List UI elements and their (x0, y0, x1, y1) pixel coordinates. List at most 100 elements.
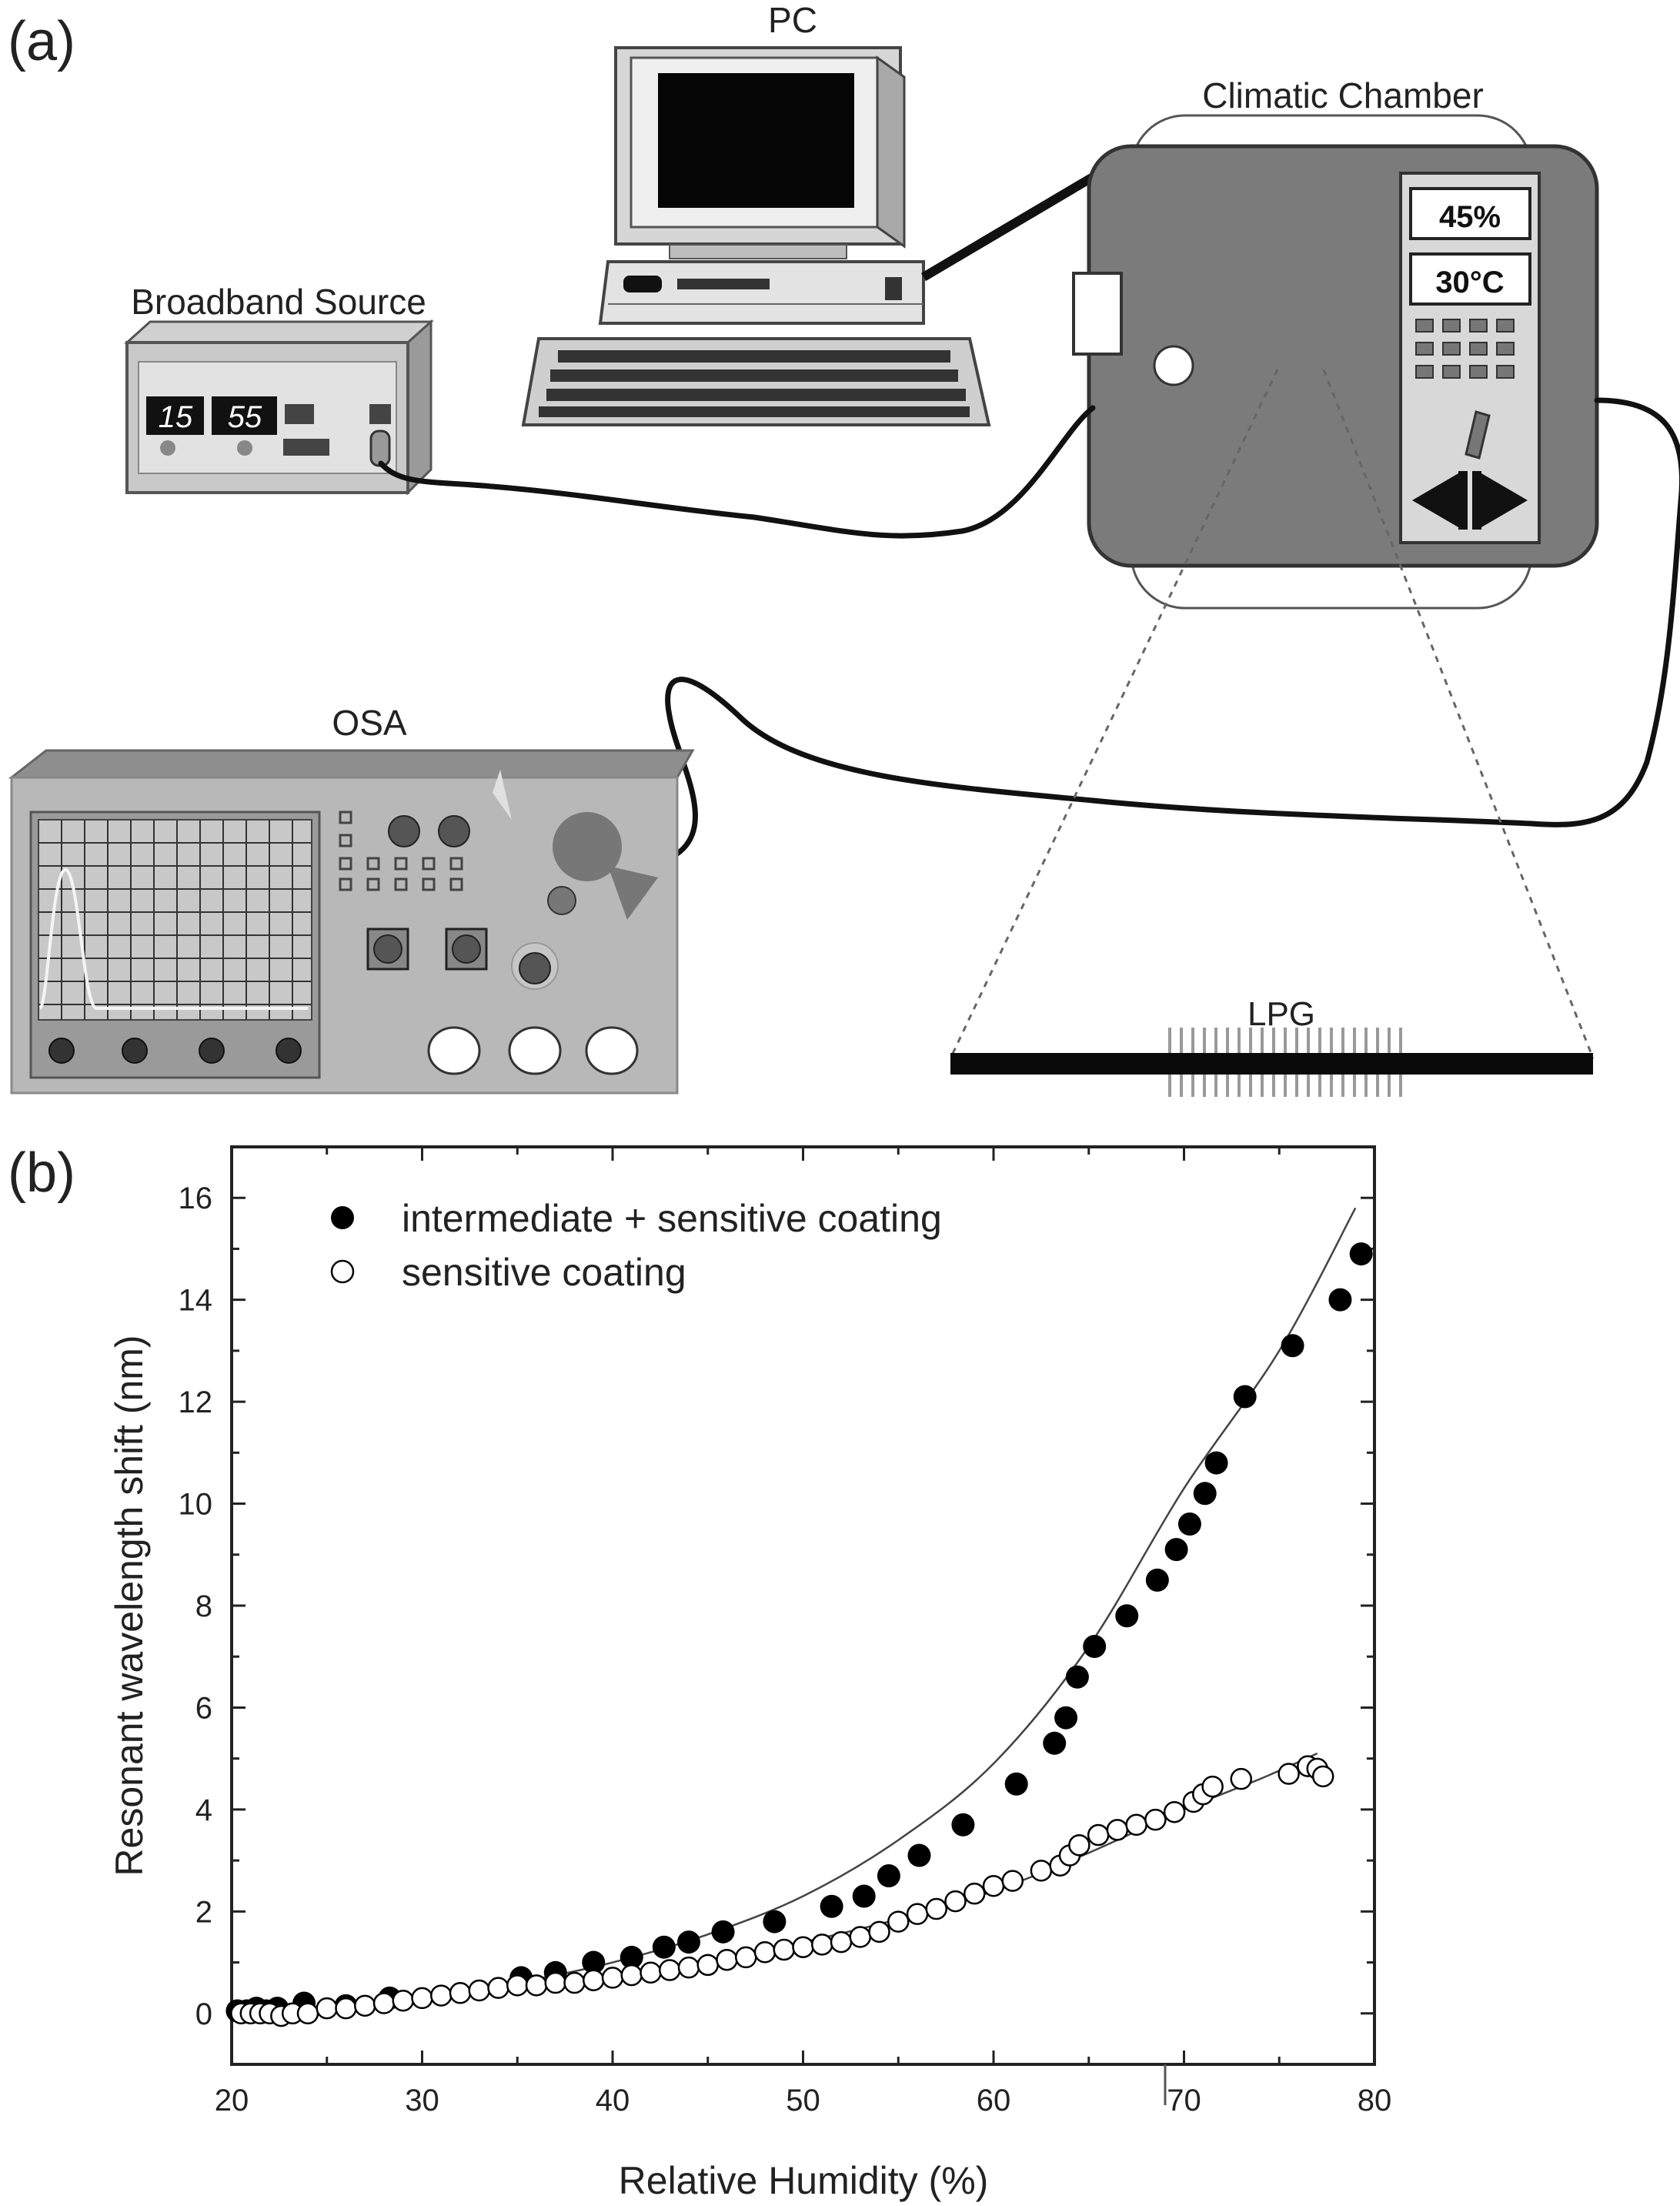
source-display-right: 55 (228, 400, 262, 434)
osa-screen-grid (38, 820, 312, 1020)
data-point-sensitive (1030, 1860, 1053, 1882)
pc-label: PC (768, 0, 817, 40)
data-points (225, 1242, 1373, 2027)
data-point-sensitive (1144, 1808, 1167, 1831)
x-tick-label: 20 (215, 2084, 249, 2117)
x-axis-label: Relative Humidity (%) (619, 2159, 989, 2202)
data-point-sensitive (830, 1930, 853, 1954)
lpg-label: LPG (1247, 995, 1315, 1033)
data-point-intermediate (582, 1950, 606, 1974)
data-point-intermediate (907, 1843, 931, 1867)
data-point-sensitive (811, 1934, 833, 1956)
y-tick-label: 10 (179, 1488, 213, 1522)
data-point-intermediate (677, 1930, 700, 1954)
data-point-sensitive (1278, 1763, 1300, 1785)
chamber-temperature-display: 30°C (1435, 266, 1504, 299)
data-point-sensitive (677, 1956, 700, 1979)
source-display-left: 15 (159, 400, 193, 434)
data-point-intermediate (1204, 1451, 1228, 1475)
data-point-intermediate (951, 1813, 975, 1837)
data-point-sensitive (583, 1969, 605, 1991)
panel-a: (a) PC (8, 0, 1680, 1097)
data-point-sensitive (659, 1959, 681, 1981)
broadband-source-label: Broadband Source (131, 282, 426, 322)
data-point-intermediate (852, 1884, 876, 1908)
osa-spectrum-trace (38, 867, 308, 1010)
broadband-source-icon: Broadband Source 15 55 (124, 282, 434, 496)
x-tick-label: 50 (786, 2084, 820, 2117)
y-tick-label: 4 (195, 1793, 212, 1827)
panel-b-label: (b) (8, 1142, 75, 1204)
y-tick-label: 12 (179, 1385, 213, 1419)
data-point-intermediate (652, 1935, 676, 1959)
data-point-intermediate (1115, 1604, 1139, 1628)
data-point-intermediate (877, 1863, 900, 1887)
data-point-sensitive (735, 1946, 757, 1969)
data-point-sensitive (753, 1941, 777, 1964)
data-point-sensitive (1311, 1765, 1334, 1788)
data-point-intermediate (1233, 1385, 1257, 1409)
data-point-sensitive (1201, 1775, 1224, 1798)
x-tick-label: 70 (1167, 2084, 1201, 2117)
data-point-intermediate (1193, 1482, 1217, 1506)
legend-marker-open (330, 1259, 355, 1284)
data-point-sensitive (868, 1920, 890, 1944)
fit-curve-intermediate (231, 1207, 1357, 2015)
data-point-sensitive (792, 1936, 814, 1958)
data-point-intermediate (1349, 1242, 1373, 1266)
data-point-sensitive (696, 1954, 719, 1977)
data-point-sensitive (354, 1994, 376, 2017)
data-point-sensitive (449, 1982, 472, 2004)
legend: intermediate + sensitive coating sensiti… (330, 1197, 942, 1294)
panel-a-label: (a) (8, 11, 75, 72)
data-point-intermediate (1328, 1288, 1352, 1312)
data-point-sensitive (1001, 1870, 1024, 1892)
pc-icon: PC (521, 0, 1096, 426)
data-point-sensitive (1087, 1823, 1110, 1847)
osa-icon: OSA (8, 703, 695, 1095)
data-point-intermediate (1281, 1334, 1304, 1358)
y-tick-label: 16 (179, 1182, 213, 1215)
x-tick-label: 80 (1358, 2084, 1392, 2117)
lpg-fiber (950, 1053, 1593, 1075)
data-point-sensitive (392, 1989, 414, 2012)
fit-curves (231, 1207, 1357, 2020)
data-point-sensitive (316, 1997, 338, 2020)
y-axis-label: Resonant wavelength shift (nm) (108, 1335, 151, 1876)
data-point-sensitive (773, 1938, 795, 1961)
y-tick-label: 14 (179, 1284, 213, 1318)
data-point-sensitive (411, 1987, 433, 2010)
data-point-sensitive (601, 1967, 624, 1989)
data-point-sensitive (1163, 1800, 1186, 1823)
data-point-sensitive (525, 1974, 548, 1997)
legend-label-intermediate: intermediate + sensitive coating (402, 1197, 942, 1240)
data-point-intermediate (1004, 1772, 1028, 1796)
y-tick-label: 6 (195, 1691, 212, 1725)
data-point-sensitive (849, 1926, 871, 1948)
y-tick-label: 8 (195, 1589, 212, 1623)
data-point-sensitive (506, 1974, 529, 1997)
data-point-intermediate (763, 1910, 787, 1934)
data-point-intermediate (1083, 1634, 1107, 1658)
x-tick-label: 40 (596, 2084, 630, 2117)
climatic-chamber-icon: Climatic Chamber 45% 30°C (1072, 75, 1599, 610)
data-point-sensitive (964, 1882, 986, 1905)
chamber-humidity-display: 45% (1439, 200, 1501, 234)
fit-curve-sensitive (231, 1752, 1318, 2020)
data-point-sensitive (620, 1964, 643, 1987)
data-point-intermediate (711, 1920, 735, 1944)
data-point-sensitive (1068, 1833, 1090, 1857)
data-point-sensitive (925, 1897, 947, 1920)
legend-marker-filled (331, 1206, 354, 1229)
projection-lines (949, 369, 1595, 1059)
data-point-sensitive (1230, 1767, 1252, 1790)
data-point-sensitive (887, 1910, 910, 1933)
data-point-sensitive (544, 1971, 566, 1994)
data-point-intermediate (1164, 1538, 1188, 1562)
legend-label-sensitive: sensitive coating (402, 1251, 686, 1294)
x-tick-label: 60 (977, 2084, 1011, 2117)
data-point-intermediate (1043, 1731, 1067, 1755)
data-point-sensitive (982, 1874, 1005, 1897)
data-point-sensitive (1125, 1813, 1147, 1837)
